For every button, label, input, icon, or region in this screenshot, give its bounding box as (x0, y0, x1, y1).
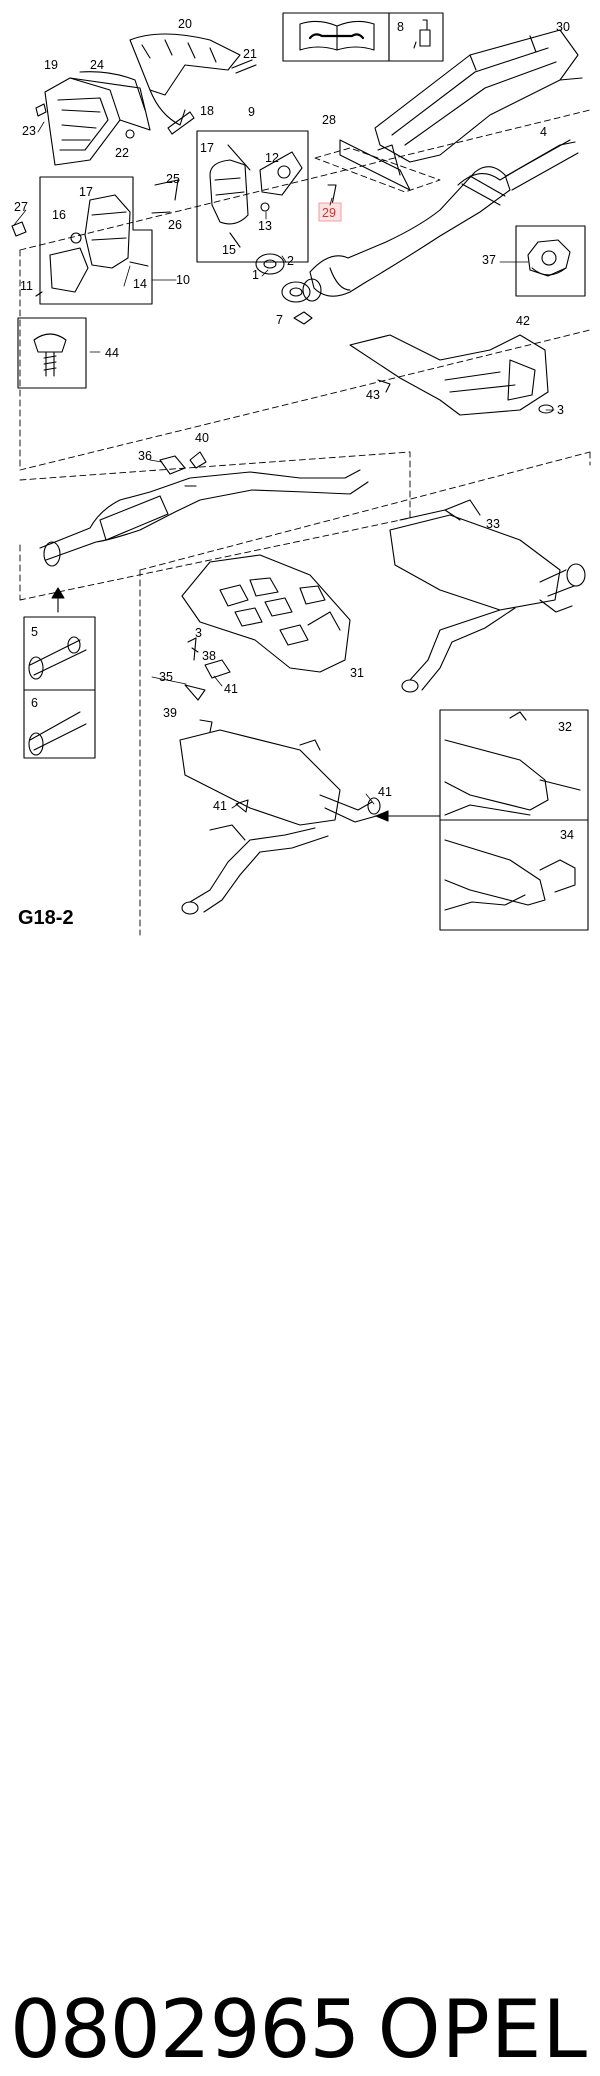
sheet-code: G18-2 (18, 907, 74, 929)
center-pipe (39, 451, 369, 567)
exhaust-manifold (35, 33, 257, 166)
callout-18: 18 (200, 104, 214, 118)
tool-icon-box (388, 12, 444, 62)
callout-29-highlighted: 29 (322, 206, 336, 220)
catalytic-converter-group (196, 130, 309, 263)
nut-icon-box (515, 225, 586, 297)
callout-3a: 3 (557, 403, 564, 417)
callout-25: 25 (166, 172, 180, 186)
part-number: 0802965 (10, 1983, 360, 2076)
heat-shield-upper (374, 29, 583, 163)
callout-12: 12 (265, 151, 279, 165)
callout-17b: 17 (79, 185, 93, 199)
callout-36: 36 (138, 449, 152, 463)
callout-41a: 41 (224, 682, 238, 696)
callout-37: 37 (482, 253, 496, 267)
rear-muffler-33 (389, 499, 586, 693)
callout-40: 40 (195, 431, 209, 445)
callout-5: 5 (31, 625, 38, 639)
callout-39: 39 (163, 706, 177, 720)
callout-33: 33 (486, 517, 500, 531)
brand-name: OPEL (377, 1983, 588, 2076)
callout-19: 19 (44, 58, 58, 72)
callout-labels: 20 21 19 24 23 18 22 9 17 12 13 15 16 17… (14, 17, 574, 842)
callout-26: 26 (168, 218, 182, 232)
heat-shield-rear (181, 554, 351, 701)
callout-2: 2 (287, 254, 294, 268)
callout-28: 28 (322, 113, 336, 127)
callout-27: 27 (14, 200, 28, 214)
manual-icon-box (282, 12, 390, 62)
front-pipe (302, 139, 579, 302)
bolt-icon-box (17, 317, 87, 389)
callout-22: 22 (115, 146, 129, 160)
callout-23: 23 (22, 124, 36, 138)
callout-4: 4 (540, 125, 547, 139)
detail-box-34 (439, 819, 589, 931)
callout-13: 13 (258, 219, 272, 233)
callout-6: 6 (31, 696, 38, 710)
callout-42: 42 (516, 314, 530, 328)
callout-32: 32 (558, 720, 572, 734)
rear-muffler-main (179, 719, 381, 915)
catalytic-converter-group-2 (11, 176, 179, 305)
detail-box-6 (23, 689, 96, 759)
callout-7: 7 (276, 313, 283, 327)
callout-35: 35 (159, 670, 173, 684)
callout-16: 16 (52, 208, 66, 222)
callout-31: 31 (350, 666, 364, 680)
exhaust-system-diagram: 20 21 19 24 23 18 22 9 17 12 13 15 16 17… (11, 12, 591, 936)
callout-24: 24 (90, 58, 104, 72)
callout-8: 8 (397, 20, 404, 34)
callout-41c: 41 (213, 799, 227, 813)
heat-shield-middle (349, 334, 554, 416)
arrow-up-head (51, 587, 65, 599)
callout-41b: 41 (378, 785, 392, 799)
callout-44: 44 (105, 346, 119, 360)
gaskets (255, 253, 313, 325)
leader-lines (13, 121, 555, 809)
dashed-frames (19, 109, 591, 936)
callout-43: 43 (366, 388, 380, 402)
callout-3b: 3 (195, 626, 202, 640)
pointer-arrow (375, 810, 389, 822)
callout-38: 38 (202, 649, 216, 663)
footer: 0802965 OPEL (0, 990, 600, 2075)
callout-17a: 17 (200, 141, 214, 155)
callout-20: 20 (178, 17, 192, 31)
callout-10: 10 (176, 273, 190, 287)
highlight-box (318, 202, 342, 222)
callout-15: 15 (222, 243, 236, 257)
callout-14: 14 (133, 277, 147, 291)
detail-box-5 (23, 616, 96, 691)
callout-1: 1 (252, 268, 259, 282)
callout-11: 11 (20, 279, 33, 293)
callout-34: 34 (560, 828, 574, 842)
callout-21: 21 (243, 47, 257, 61)
callout-9: 9 (248, 105, 255, 119)
callout-30: 30 (556, 20, 570, 34)
